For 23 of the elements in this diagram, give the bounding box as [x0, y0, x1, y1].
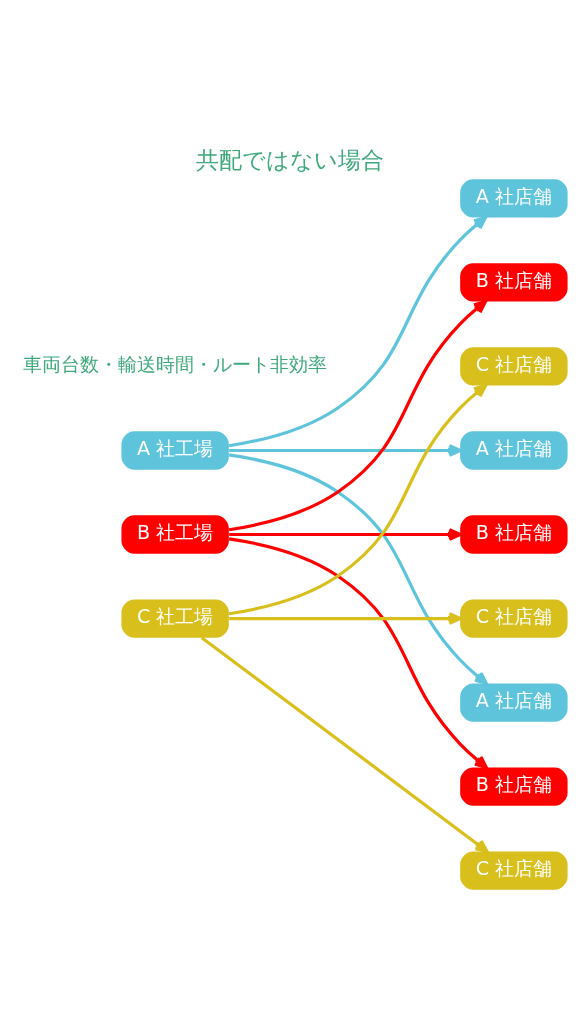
arrow: [228, 384, 487, 616]
arrow: [229, 528, 462, 541]
node-box: B 社工場: [121, 515, 229, 554]
node-box: A 社工場: [121, 431, 229, 470]
arrow: [228, 300, 487, 532]
node-box: C 社店舗: [460, 851, 568, 890]
label: 車両台数・輸送時間・ルート非効率: [23, 353, 328, 377]
node-box: A 社店舗: [460, 431, 568, 470]
node-box: C 社店舗: [460, 347, 568, 386]
arrow: [229, 444, 462, 457]
arrow: [229, 612, 462, 625]
arrow: [200, 636, 489, 853]
node-box: B 社店舗: [460, 263, 568, 302]
node-box: C 社店舗: [460, 599, 568, 638]
arrow: [228, 453, 488, 685]
node-box: C 社工場: [121, 599, 229, 638]
node-box: A 社店舗: [460, 179, 568, 218]
arrow: [228, 216, 487, 448]
node-box: B 社店舗: [460, 767, 568, 806]
node-box: B 社店舗: [460, 515, 568, 554]
node-box: A 社店舗: [460, 683, 568, 722]
diagram-title: 共配ではない場合: [196, 146, 384, 175]
arrow: [228, 537, 488, 769]
